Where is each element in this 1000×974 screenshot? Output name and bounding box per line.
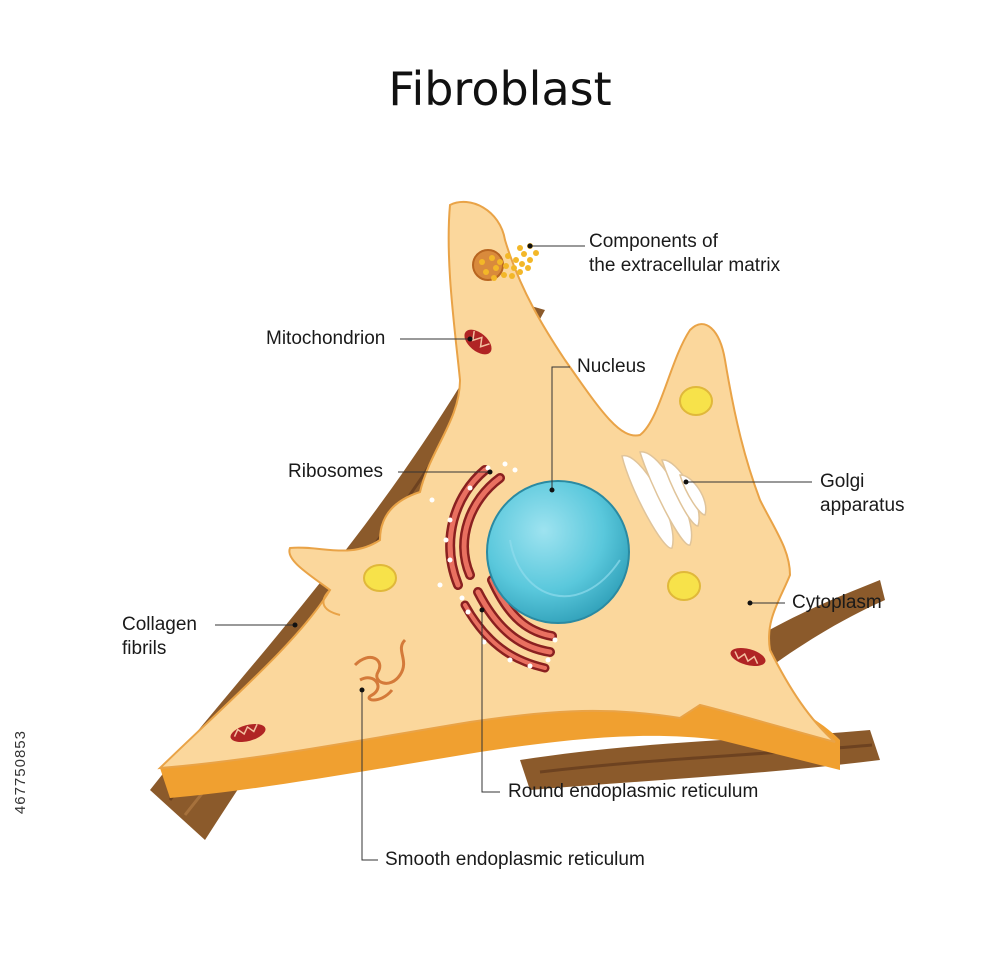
leader-dots	[292, 243, 753, 693]
rough-endoplasmic-reticulum	[445, 465, 557, 673]
stock-id: 467750853	[12, 730, 29, 815]
mitochondrion	[464, 329, 492, 355]
vesicle	[679, 386, 713, 416]
golgi-apparatus	[621, 451, 707, 549]
label-ribosomes: Ribosomes	[288, 461, 384, 482]
label-mitochondrion: Mitochondrion	[266, 328, 386, 349]
leader-lines	[215, 245, 812, 861]
label-cytoplasm: Cytoplasm	[792, 592, 882, 613]
ribosomes	[429, 461, 558, 669]
nucleus	[486, 480, 630, 624]
label-nucleus: Nucleus	[577, 356, 646, 377]
label-ecm-components: Components of the extracellular matrix	[589, 231, 781, 276]
mitochondrion	[230, 723, 266, 743]
extracellular-matrix-components	[472, 243, 539, 281]
label-smooth-er: Smooth endoplasmic reticulum	[385, 849, 645, 870]
diagram-title: Fibroblast	[388, 62, 612, 116]
label-collagen-fibrils: Collagen fibrils	[122, 614, 197, 659]
mitochondrion	[730, 647, 766, 667]
vesicle	[667, 571, 701, 601]
vesicle	[363, 564, 397, 592]
smooth-endoplasmic-reticulum	[353, 638, 407, 702]
label-rough-er: Round endoplasmic reticulum	[508, 781, 759, 802]
label-golgi-apparatus: Golgi apparatus	[820, 471, 905, 516]
